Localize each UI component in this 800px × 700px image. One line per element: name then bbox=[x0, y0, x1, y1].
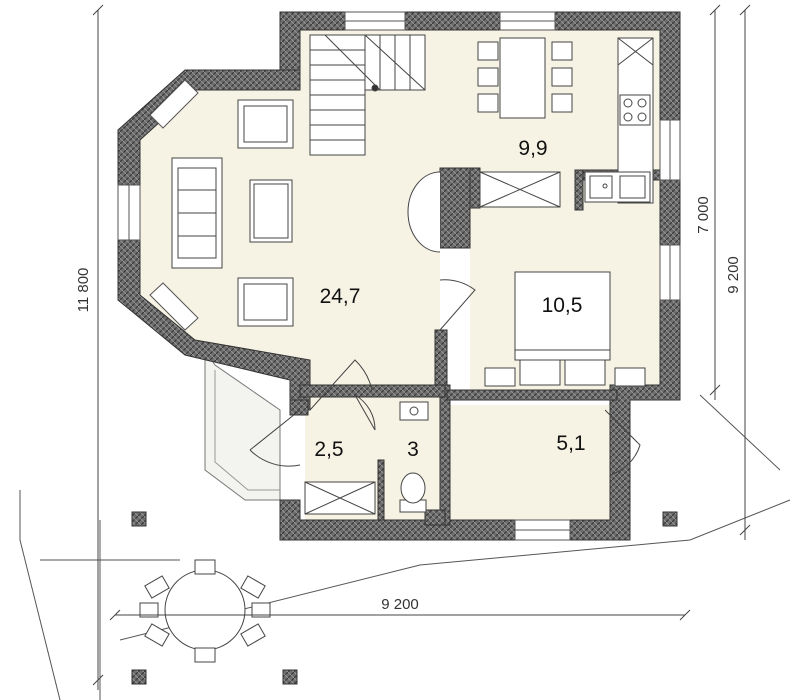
dimension-label-right-upper: 7 000 bbox=[695, 196, 712, 234]
room-label-kitchen: 9,9 bbox=[518, 137, 547, 160]
room-label-living: 24,7 bbox=[320, 285, 361, 308]
bedroom-furniture bbox=[484, 271, 646, 387]
kitchen-counter bbox=[584, 37, 654, 204]
columns bbox=[131, 511, 678, 685]
porch-edge bbox=[214, 370, 280, 491]
dimension-label-total-height: 11 800 bbox=[75, 268, 92, 313]
bathroom-fixtures bbox=[304, 401, 429, 515]
dining-set bbox=[477, 37, 573, 119]
room-label-bedroom: 10,5 bbox=[542, 294, 583, 317]
room-label-hall: 2,5 bbox=[314, 438, 343, 461]
room-label-utility: 5,1 bbox=[556, 432, 585, 455]
fireplace bbox=[407, 171, 561, 253]
interior-walls bbox=[289, 167, 661, 526]
living-furniture bbox=[171, 99, 294, 327]
outdoor-table bbox=[139, 559, 271, 663]
doors bbox=[249, 279, 641, 476]
windows bbox=[117, 11, 681, 541]
staircase bbox=[309, 34, 426, 156]
dimension-label-bottom-width: 9 200 bbox=[381, 596, 419, 613]
room-label-wc: 3 bbox=[407, 438, 419, 461]
dimension-lines bbox=[92, 4, 751, 690]
dimension-label-right-total: 9 200 bbox=[725, 256, 742, 294]
